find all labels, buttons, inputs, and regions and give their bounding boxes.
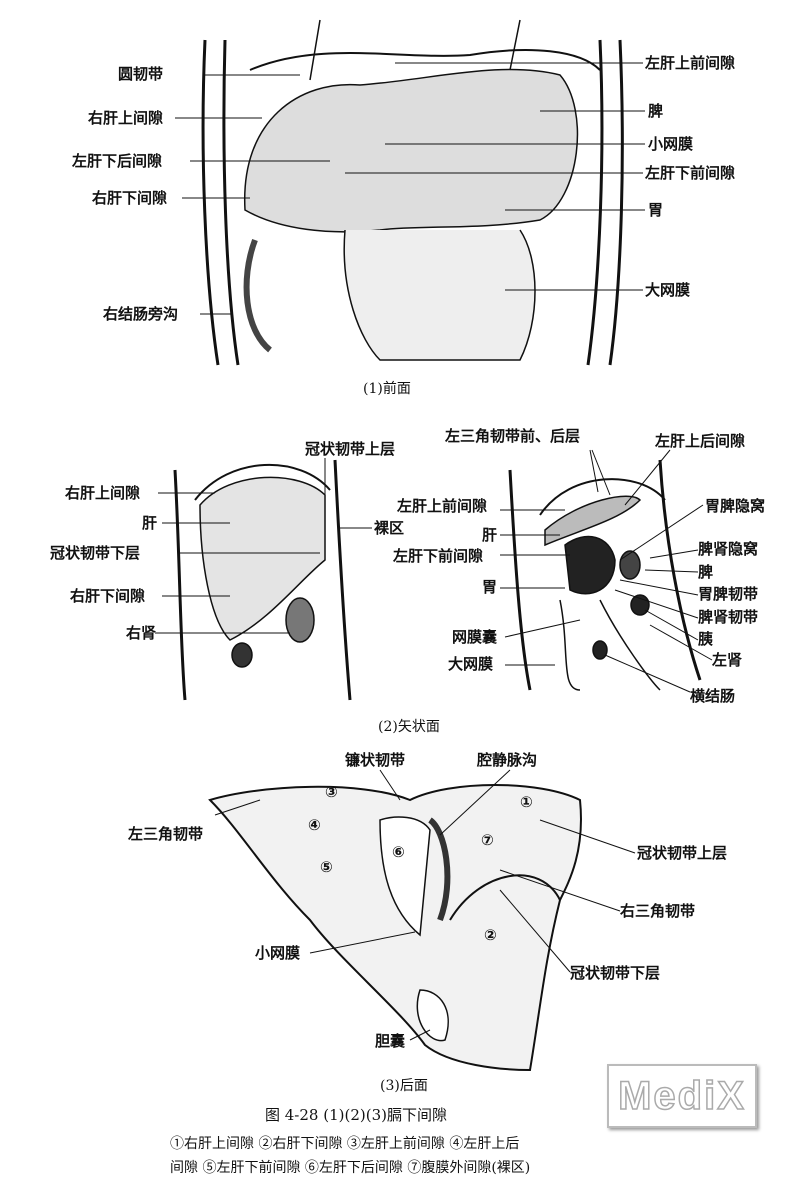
label-greater-omentum: 大网膜 xyxy=(645,281,691,299)
label-left-kidney: 左肾 xyxy=(712,651,743,669)
label-transverse-colon: 横结肠 xyxy=(690,687,736,705)
posterior-view-leaders xyxy=(214,769,636,1041)
label-coronary-upper-layer: 冠状韧带上层 xyxy=(305,440,396,458)
sagittal-left-drawing xyxy=(508,459,702,691)
label-left-triangular-ligament: 左三角韧带 xyxy=(128,825,204,843)
label-left-anterior-infrahepatic-space: 左肝下前间隙 xyxy=(645,164,736,182)
label-right-triangular-ligament: 右三角韧带 xyxy=(620,902,696,920)
figure-legend-line-2: 间隙 ⑤左肝下前间隙 ⑥左肝下后间隙 ⑦腹膜外间隙(裸区) xyxy=(170,1160,531,1176)
region-number-3: ③ xyxy=(325,783,338,801)
label-greater-omentum: 大网膜 xyxy=(448,655,494,673)
watermark-logo: MediX xyxy=(607,1064,757,1128)
label-left-anterior-infrahepatic-space: 左肝下前间隙 xyxy=(393,547,484,565)
label-gastrosplenic-ligament: 胃脾韧带 xyxy=(698,585,759,603)
label-liver: 肝 xyxy=(142,514,158,532)
label-splenorenal-recess: 脾肾隐窝 xyxy=(698,540,759,558)
label-falciform-ligament: 镰状韧带 xyxy=(345,751,406,769)
label-left-posterior-suprahepatic-space: 左肝上后间隙 xyxy=(655,432,746,450)
front-view-drawing xyxy=(201,19,624,366)
figure-title: 图 4-28 (1)(2)(3)膈下间隙 xyxy=(265,1106,447,1124)
label-right-suprahepatic-space: 右肝上间隙 xyxy=(65,484,141,502)
label-spleen: 脾 xyxy=(698,563,714,581)
label-left-anterior-suprahepatic-space: 左肝上前间隙 xyxy=(645,54,736,72)
label-coronary-lower-layer: 冠状韧带下层 xyxy=(50,544,141,562)
label-right-kidney: 右肾 xyxy=(126,624,157,642)
region-number-2: ② xyxy=(484,926,497,944)
label-right-paracolic-gutter: 右结肠旁沟 xyxy=(103,305,179,323)
sagittal-right-leaders xyxy=(155,458,372,634)
label-left-triangular-ligament-layers: 左三角韧带前、后层 xyxy=(445,427,581,445)
sagittal-right-drawing xyxy=(173,459,352,701)
label-coronary-upper-layer: 冠状韧带上层 xyxy=(637,844,728,862)
label-round-ligament: 圆韧带 xyxy=(118,65,164,83)
posterior-view-drawing xyxy=(208,784,582,1072)
region-number-7: ⑦ xyxy=(481,831,494,849)
label-omental-bursa: 网膜囊 xyxy=(452,628,498,646)
front-view-leaders xyxy=(175,62,645,315)
label-left-anterior-suprahepatic-space: 左肝上前间隙 xyxy=(397,497,488,515)
region-number-5: ⑤ xyxy=(320,858,333,876)
caption-front-view: (1)前面 xyxy=(363,381,411,397)
label-right-infrahepatic-space: 右肝下间隙 xyxy=(70,587,146,605)
label-vena-cava-groove: 腔静脉沟 xyxy=(477,751,538,769)
label-pancreas: 胰 xyxy=(698,630,714,648)
label-bare-area: 裸区 xyxy=(374,519,405,537)
label-splenorenal-ligament: 脾肾韧带 xyxy=(698,608,759,626)
figure-legend-line-1: ①右肝上间隙 ②右肝下间隙 ③左肝上前间隙 ④左肝上后 xyxy=(170,1136,520,1152)
label-spleen: 脾 xyxy=(648,102,664,120)
label-stomach: 胃 xyxy=(482,578,498,596)
caption-posterior-view: (3)后面 xyxy=(380,1078,428,1094)
label-liver: 肝 xyxy=(482,526,498,544)
label-gastrosplenic-recess: 胃脾隐窝 xyxy=(705,497,766,515)
label-right-infrahepatic-space: 右肝下间隙 xyxy=(92,189,168,207)
label-gallbladder: 胆囊 xyxy=(375,1032,406,1050)
label-stomach: 胃 xyxy=(648,201,664,219)
sagittal-left-leaders xyxy=(500,449,713,693)
label-lesser-omentum: 小网膜 xyxy=(255,944,301,962)
region-number-4: ④ xyxy=(308,816,321,834)
caption-sagittal-view: (2)矢状面 xyxy=(378,719,440,735)
region-number-6: ⑥ xyxy=(392,843,405,861)
label-lesser-omentum: 小网膜 xyxy=(648,135,694,153)
label-left-posterior-infrahepatic-space: 左肝下后间隙 xyxy=(72,152,163,170)
label-right-suprahepatic-space: 右肝上间隙 xyxy=(88,109,164,127)
region-number-1: ① xyxy=(520,793,533,811)
label-coronary-lower-layer: 冠状韧带下层 xyxy=(570,964,661,982)
